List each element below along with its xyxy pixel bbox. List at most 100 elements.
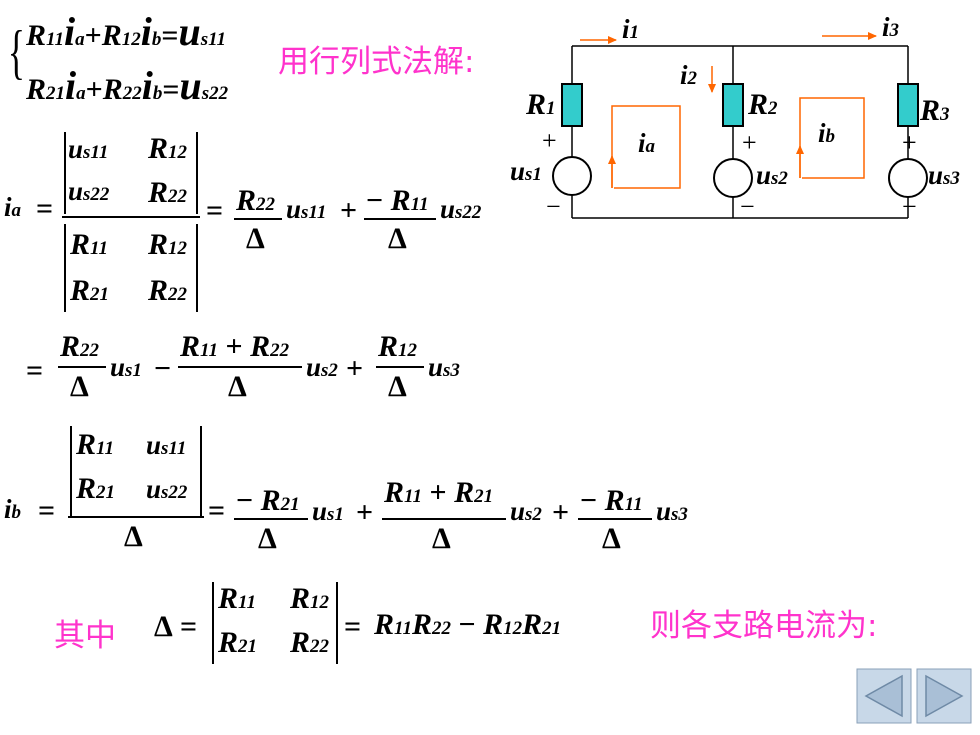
det-bar: [64, 224, 66, 312]
det-entry: R11: [70, 228, 108, 261]
delta-eq2: =: [344, 610, 362, 643]
label-ia: ia: [638, 128, 656, 158]
frac-num: − R11: [366, 184, 429, 217]
frac-den: Δ: [228, 370, 247, 403]
delta-eq: =: [180, 610, 198, 643]
det-entry: R21: [218, 626, 258, 659]
label-r2: R2: [748, 88, 778, 121]
term: us3: [428, 352, 460, 382]
resistor-r1: [561, 83, 583, 127]
delta-expansion: R11R22 − R12R21: [374, 608, 562, 641]
label-i1: i1: [622, 14, 640, 44]
term: us1: [312, 496, 344, 526]
label-us3: us3: [928, 160, 960, 190]
det-entry: R11: [76, 428, 114, 461]
ib-eq2: =: [208, 494, 226, 527]
ib-eq: =: [38, 494, 56, 527]
det-bar: [196, 132, 198, 214]
frac-num: R22: [60, 330, 100, 363]
op-plus: +: [340, 194, 358, 227]
fraction-bar: [68, 516, 204, 518]
det-entry: us22: [68, 176, 110, 206]
frac-num: − R11: [580, 484, 643, 517]
frac-num: R12: [378, 330, 418, 363]
frac-num: − R21: [236, 484, 300, 517]
det-entry: R12: [148, 132, 188, 165]
frac-den: Δ: [258, 522, 277, 555]
term: us22: [440, 194, 482, 224]
label-us1: us1: [510, 156, 542, 186]
plus-us3: +: [902, 128, 917, 157]
det-bar: [200, 426, 202, 516]
fraction-bar: [376, 366, 424, 368]
chevron-left-icon: [864, 674, 903, 718]
det-entry: R12: [290, 582, 330, 615]
equation-1: R11ia+R12ib=us11: [26, 9, 227, 54]
det-entry: us11: [68, 134, 109, 164]
term: us1: [110, 352, 142, 382]
det-entry: us11: [146, 430, 187, 460]
frac-num: R11 + R22: [180, 330, 290, 363]
term: us2: [510, 496, 542, 526]
label-i2: i2: [680, 60, 698, 90]
label-ib: ib: [818, 118, 836, 148]
next-slide-button[interactable]: [916, 668, 972, 724]
frac-den: Δ: [388, 370, 407, 403]
fraction-bar: [382, 518, 506, 520]
equation-2: R21ia+R22ib=us22: [26, 63, 229, 108]
ib-lhs: ib: [4, 494, 22, 524]
current-arrows: [580, 32, 877, 189]
conclusion-label: 则各支路电流为:: [650, 608, 878, 644]
source-us3: [888, 158, 928, 198]
det-bar: [70, 426, 72, 516]
frac-num: R11 + R21: [384, 476, 494, 509]
ia-lhs: ia: [4, 192, 22, 222]
source-us1: [552, 156, 592, 196]
method-label: 用行列式法解:: [278, 44, 475, 80]
frac-den: Δ: [602, 522, 621, 555]
det-entry: R22: [148, 176, 188, 209]
fraction-bar: [234, 518, 308, 520]
op-plus: +: [346, 352, 364, 385]
frac-num: R22: [236, 184, 276, 217]
frac-den: Δ: [124, 520, 143, 553]
det-entry: R22: [290, 626, 330, 659]
label-us2: us2: [756, 160, 788, 190]
det-entry: R22: [148, 274, 188, 307]
ia-eq: =: [36, 192, 54, 225]
plus-us1: +: [542, 126, 557, 155]
fraction-bar: [578, 518, 652, 520]
op-plus: +: [552, 496, 570, 529]
det-entry: R21: [76, 472, 116, 505]
det-entry: R11: [218, 582, 256, 615]
minus-us2: −: [740, 192, 755, 221]
fraction-bar: [58, 366, 106, 368]
chevron-right-icon: [925, 674, 964, 718]
op-plus: +: [356, 496, 374, 529]
det-bar: [64, 132, 66, 214]
term: us3: [656, 496, 688, 526]
frac-den: Δ: [70, 370, 89, 403]
eq: =: [26, 354, 44, 387]
resistor-r2: [722, 83, 744, 127]
frac-den: Δ: [246, 222, 265, 255]
ia-eq2: =: [206, 194, 224, 227]
minus-us3: −: [902, 192, 917, 221]
frac-den: Δ: [388, 222, 407, 255]
det-bar: [336, 582, 338, 664]
det-entry: R12: [148, 228, 188, 261]
label-r1: R1: [526, 88, 556, 121]
fraction-bar: [234, 218, 282, 220]
delta-symbol: Δ: [154, 610, 173, 643]
prev-slide-button[interactable]: [856, 668, 912, 724]
source-us2: [713, 158, 753, 198]
fraction-bar: [364, 218, 436, 220]
det-bar: [212, 582, 214, 664]
minus-us1: −: [546, 192, 561, 221]
det-entry: us22: [146, 474, 188, 504]
label-r3: R3: [920, 94, 950, 127]
fraction-bar: [62, 216, 200, 218]
frac-den: Δ: [432, 522, 451, 555]
resistor-r3: [897, 83, 919, 127]
